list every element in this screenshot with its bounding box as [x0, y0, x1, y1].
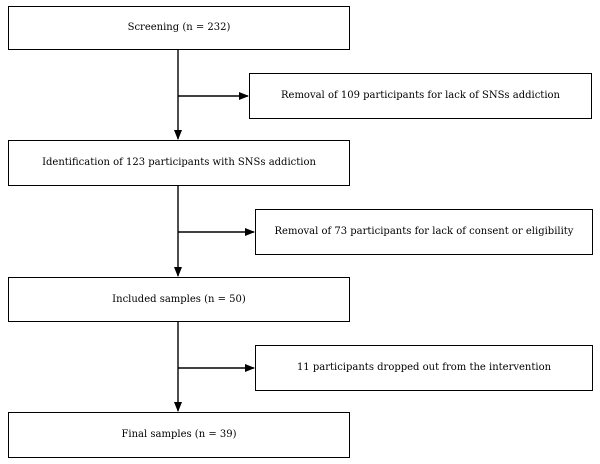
dropout-label: 11 participants dropped out from the int… — [296, 362, 552, 373]
final-label: Final samples (n = 39) — [121, 429, 237, 440]
included-label: Included samples (n = 50) — [112, 293, 246, 305]
removal-2-box: Removal of 73 participants for lack of c… — [255, 209, 593, 255]
removal-1-label: Removal of 109 participants for lack of … — [281, 90, 560, 101]
removal-2-label: Removal of 73 participants for lack of c… — [274, 226, 574, 237]
removal-1-box: Removal of 109 participants for lack of … — [249, 73, 592, 119]
final-box: Final samples (n = 39) — [8, 412, 350, 458]
identification-label: Identification of 123 participants with … — [42, 157, 316, 168]
screening-label: Screening (n = 232) — [127, 22, 231, 33]
included-box: Included samples (n = 50) — [8, 277, 350, 322]
screening-box: Screening (n = 232) — [8, 6, 350, 50]
dropout-box: 11 participants dropped out from the int… — [255, 345, 593, 391]
identification-box: Identification of 123 participants with … — [8, 140, 350, 186]
